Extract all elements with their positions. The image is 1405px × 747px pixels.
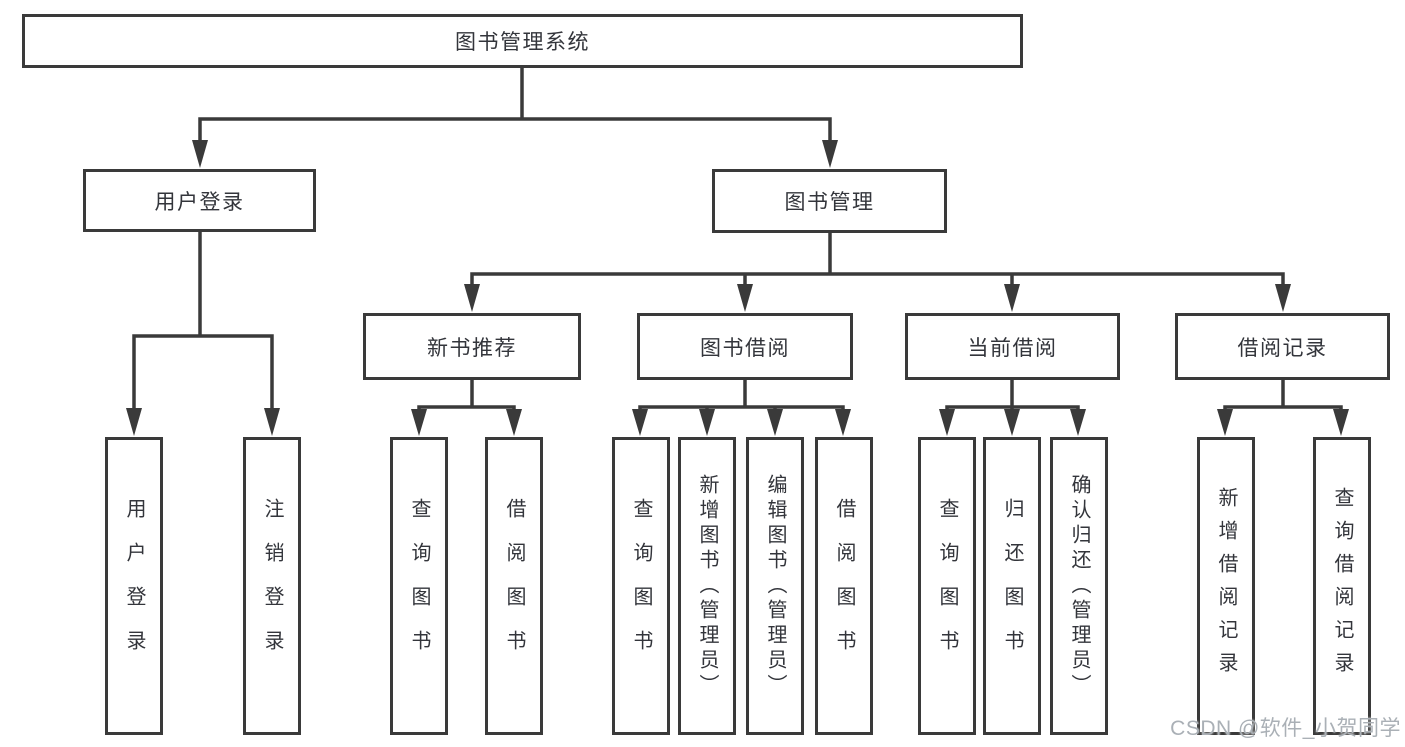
leaf-return-book-box: 归还图书 xyxy=(983,437,1041,735)
leaf-query-borrow-record-box: 查询借阅记录 xyxy=(1313,437,1371,735)
leaf-label: 新增图书（管理员） xyxy=(696,473,718,699)
branch-book-management-box: 图书管理 xyxy=(712,169,947,233)
leaf-label: 查询借阅记录 xyxy=(1331,487,1353,685)
branch-user-login-box: 用户登录 xyxy=(83,169,316,232)
leaf-label: 注销登录 xyxy=(261,498,283,674)
leaf-user-login-box: 用户登录 xyxy=(105,437,163,735)
leaf-query-books-borrow-box: 查询图书 xyxy=(612,437,670,735)
leaf-label: 用户登录 xyxy=(123,498,145,674)
leaf-label: 归还图书 xyxy=(1001,498,1023,674)
leaf-confirm-return-admin-box: 确认归还（管理员） xyxy=(1050,437,1108,735)
group-current-borrow-box: 当前借阅 xyxy=(905,313,1120,380)
group-label: 图书借阅 xyxy=(700,336,790,360)
leaf-add-book-admin-box: 新增图书（管理员） xyxy=(678,437,736,735)
group-borrow-records-box: 借阅记录 xyxy=(1175,313,1390,380)
leaf-edit-book-admin-box: 编辑图书（管理员） xyxy=(746,437,804,735)
group-new-book-recommend-box: 新书推荐 xyxy=(363,313,581,380)
leaf-logout-box: 注销登录 xyxy=(243,437,301,735)
leaf-label: 查询图书 xyxy=(936,498,958,674)
leaf-add-borrow-record-box: 新增借阅记录 xyxy=(1197,437,1255,735)
group-label: 新书推荐 xyxy=(427,336,517,360)
branch-label: 图书管理 xyxy=(784,191,875,214)
root-box-system: 图书管理系统 xyxy=(22,14,1023,68)
leaf-label: 编辑图书（管理员） xyxy=(764,473,786,699)
leaf-borrow-books-recommend-box: 借阅图书 xyxy=(485,437,543,735)
group-label: 当前借阅 xyxy=(967,336,1058,360)
leaf-label: 查询图书 xyxy=(408,498,430,674)
branch-label: 用户登录 xyxy=(154,190,245,214)
watermark-text: CSDN @软件_小贺同学 xyxy=(1170,717,1401,740)
group-label: 借阅记录 xyxy=(1237,336,1328,360)
leaf-query-books-recommend-box: 查询图书 xyxy=(390,437,448,735)
root-label: 图书管理系统 xyxy=(455,31,590,54)
leaf-label: 借阅图书 xyxy=(833,498,855,674)
leaf-label: 新增借阅记录 xyxy=(1215,487,1237,685)
leaf-label: 查询图书 xyxy=(630,498,652,674)
leaf-label: 借阅图书 xyxy=(503,498,525,674)
leaf-borrow-books-box: 借阅图书 xyxy=(815,437,873,735)
leaf-label: 确认归还（管理员） xyxy=(1068,473,1090,699)
leaf-query-books-current-box: 查询图书 xyxy=(918,437,976,735)
group-book-borrow-box: 图书借阅 xyxy=(637,313,853,380)
